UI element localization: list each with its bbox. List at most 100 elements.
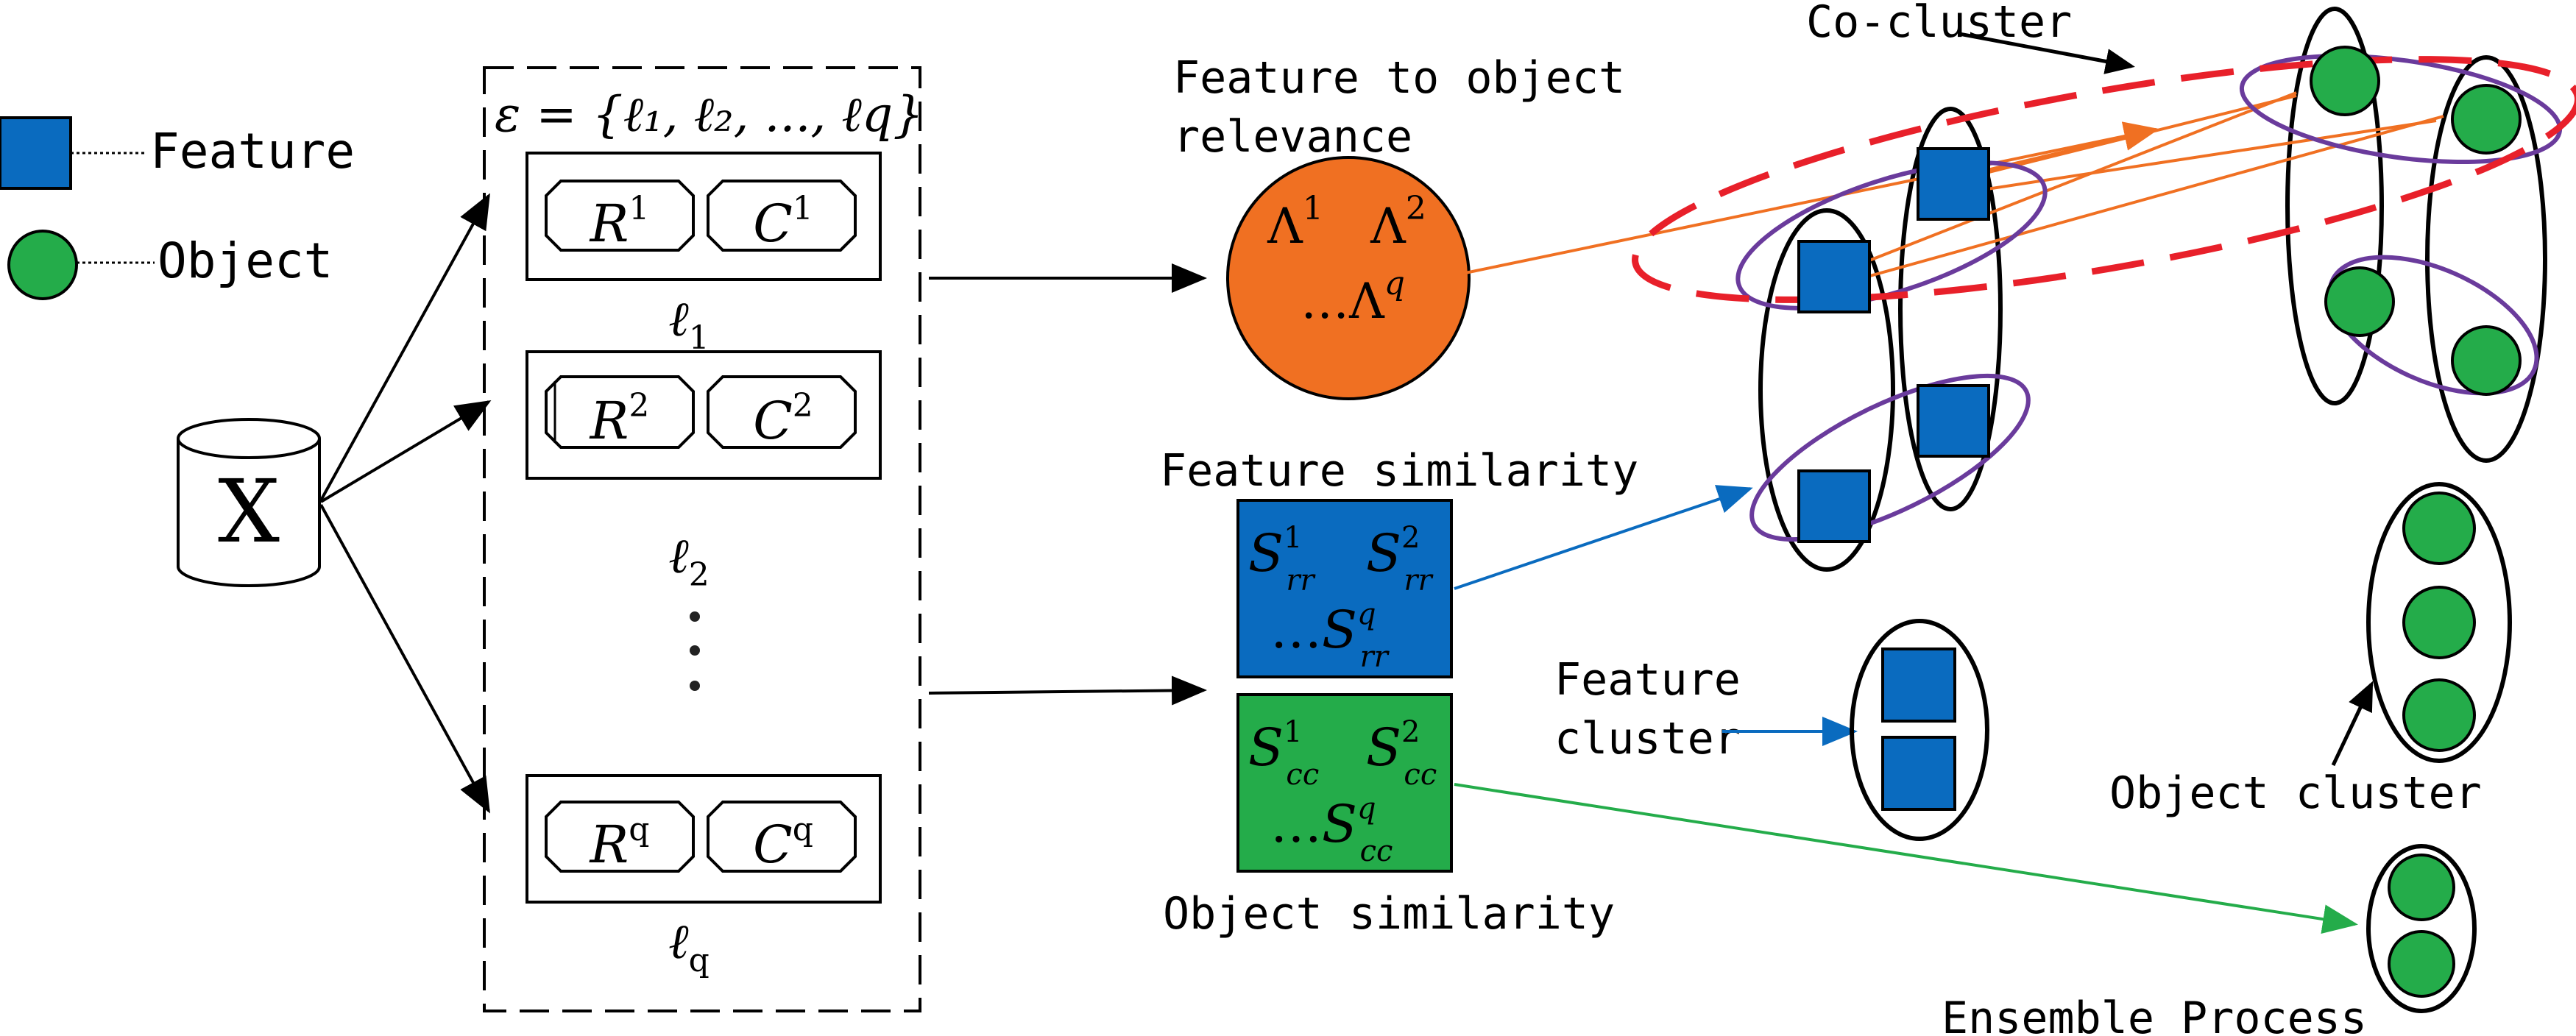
object-node (2402, 678, 2476, 752)
scc-2: S (1366, 717, 1401, 778)
feature-legend-label: Feature (150, 123, 355, 180)
relevance-circle (1226, 156, 1471, 400)
lambda-2-sup: 2 (1406, 190, 1426, 227)
co-cluster-pointer (1958, 32, 2135, 74)
col-cluster-sup-1: 1 (793, 190, 813, 227)
feature-node (1797, 469, 1871, 543)
row-cluster-sup-q: q (629, 811, 649, 848)
object-sim-to-result-arrow (1454, 783, 2358, 934)
ensemble-member-1: R1 C1 ℓ1 (526, 152, 882, 357)
srr-q-sub: rr (1360, 640, 1390, 674)
ensemble-set-expression: ε = {ℓ₁, ℓ₂, ..., ℓq} (495, 86, 924, 143)
row-cluster-label-2: R (589, 391, 629, 451)
lambda-q: Λ (1348, 273, 1385, 330)
member-caption-1: ℓ (668, 291, 689, 347)
member-caption-sub-q: q (689, 942, 710, 979)
object-legend-label: Object (158, 233, 333, 289)
data-matrix-label: X (218, 461, 280, 562)
feature-legend-square (0, 116, 72, 190)
feature-sim-to-result-arrow (1454, 485, 1753, 590)
object-node (2310, 46, 2380, 116)
col-cluster-sup-2: 2 (793, 387, 813, 425)
col-cluster-label-1: C (753, 194, 793, 254)
object-node (2402, 586, 2476, 659)
feature-node (1797, 240, 1871, 313)
svg-text:R2: R2 (589, 387, 650, 451)
scc-1-sub: cc (1286, 758, 1319, 792)
row-cluster-sup-2: 2 (629, 387, 649, 425)
scc-1-sup: 1 (1284, 715, 1302, 749)
object-node (2388, 854, 2455, 921)
col-cluster-label-q: C (753, 815, 793, 875)
legend: Feature Object (0, 116, 355, 300)
row-cluster-sup-1: 1 (629, 190, 649, 227)
col-cluster-sup-q: q (793, 811, 813, 848)
co-cluster-label: Co-cluster (1806, 0, 2072, 48)
row-cluster-box-1 (545, 180, 695, 252)
srr-1: S (1248, 523, 1284, 583)
object-cluster-label: Object cluster (2109, 767, 2482, 819)
feature-cluster-result: Feature cluster (1554, 619, 1989, 841)
ensemble-ellipsis (690, 611, 700, 691)
scc-2-sup: 2 (1401, 715, 1420, 749)
col-cluster-box-2 (707, 375, 857, 449)
ensemble-set-box (483, 66, 921, 1012)
col-cluster-label-2: C (753, 391, 793, 451)
object-cluster-result: Object cluster (2109, 482, 2512, 819)
object-node (2388, 930, 2455, 998)
co-cluster-result: Co-cluster (1461, 0, 2576, 572)
srr-1-sub: rr (1286, 564, 1316, 597)
col-cluster-box-q (707, 801, 857, 873)
lambda-1: Λ (1267, 198, 1303, 255)
scc-1: S (1248, 717, 1284, 778)
member-caption-sub-2: 2 (689, 556, 710, 594)
co-cluster-ellipse (1632, 56, 2576, 303)
object-node (2451, 84, 2522, 155)
svg-text:ℓ1: ℓ1 (668, 291, 710, 357)
row-cluster-box-q (545, 801, 695, 873)
ensemble-member-2: R2 C2 ℓ2 (526, 350, 882, 594)
lambda-q-prefix: … (1301, 273, 1349, 330)
row-cluster-label-1: R (589, 194, 629, 254)
feature-node (1881, 736, 1956, 811)
scc-q-prefix: … (1270, 794, 1322, 854)
feature-cluster-label-line2: cluster (1554, 713, 1741, 764)
col-cluster-box-1 (707, 180, 857, 252)
svg-text:C1: C1 (753, 190, 813, 254)
feature-similarity-title: Feature similarity (1160, 445, 1638, 497)
member-caption-q: ℓ (668, 913, 689, 970)
feature-node (1917, 384, 1990, 458)
row-cluster-label-q: R (589, 815, 629, 875)
srr-2: S (1366, 523, 1401, 583)
lambda-q-sup: q (1384, 265, 1405, 302)
relevance-section: Feature to object relevance Λ1 Λ2 …Λq (1173, 52, 1625, 400)
distribution-arrows (319, 193, 492, 814)
feature-node (1881, 648, 1956, 723)
object-node (2324, 266, 2395, 337)
data-matrix-cylinder: X (177, 418, 321, 587)
svg-text:Rq: Rq (589, 811, 650, 875)
svg-text:R1: R1 (589, 190, 650, 254)
srr-2-sup: 2 (1401, 521, 1420, 555)
ensemble-process-label: Ensemble Process (1942, 993, 2367, 1036)
scc-q: S (1322, 794, 1357, 854)
svg-text:ℓq: ℓq (668, 913, 710, 979)
relevance-title-line1: Feature to object (1173, 52, 1625, 104)
object-similarity-matrix (1236, 693, 1453, 873)
lambda-2: Λ (1370, 198, 1406, 255)
ensemble-member-q: Rq Cq ℓq (526, 774, 882, 979)
feature-cluster-label-line1: Feature (1554, 654, 1741, 706)
svg-text:Λ1: Λ1 (1267, 190, 1323, 255)
svg-text:ℓ2: ℓ2 (668, 528, 710, 594)
svg-text:Λ2: Λ2 (1370, 190, 1426, 255)
feature-node (1917, 147, 1990, 221)
scc-q-sub: cc (1360, 834, 1393, 868)
member-caption-2: ℓ (668, 528, 689, 584)
